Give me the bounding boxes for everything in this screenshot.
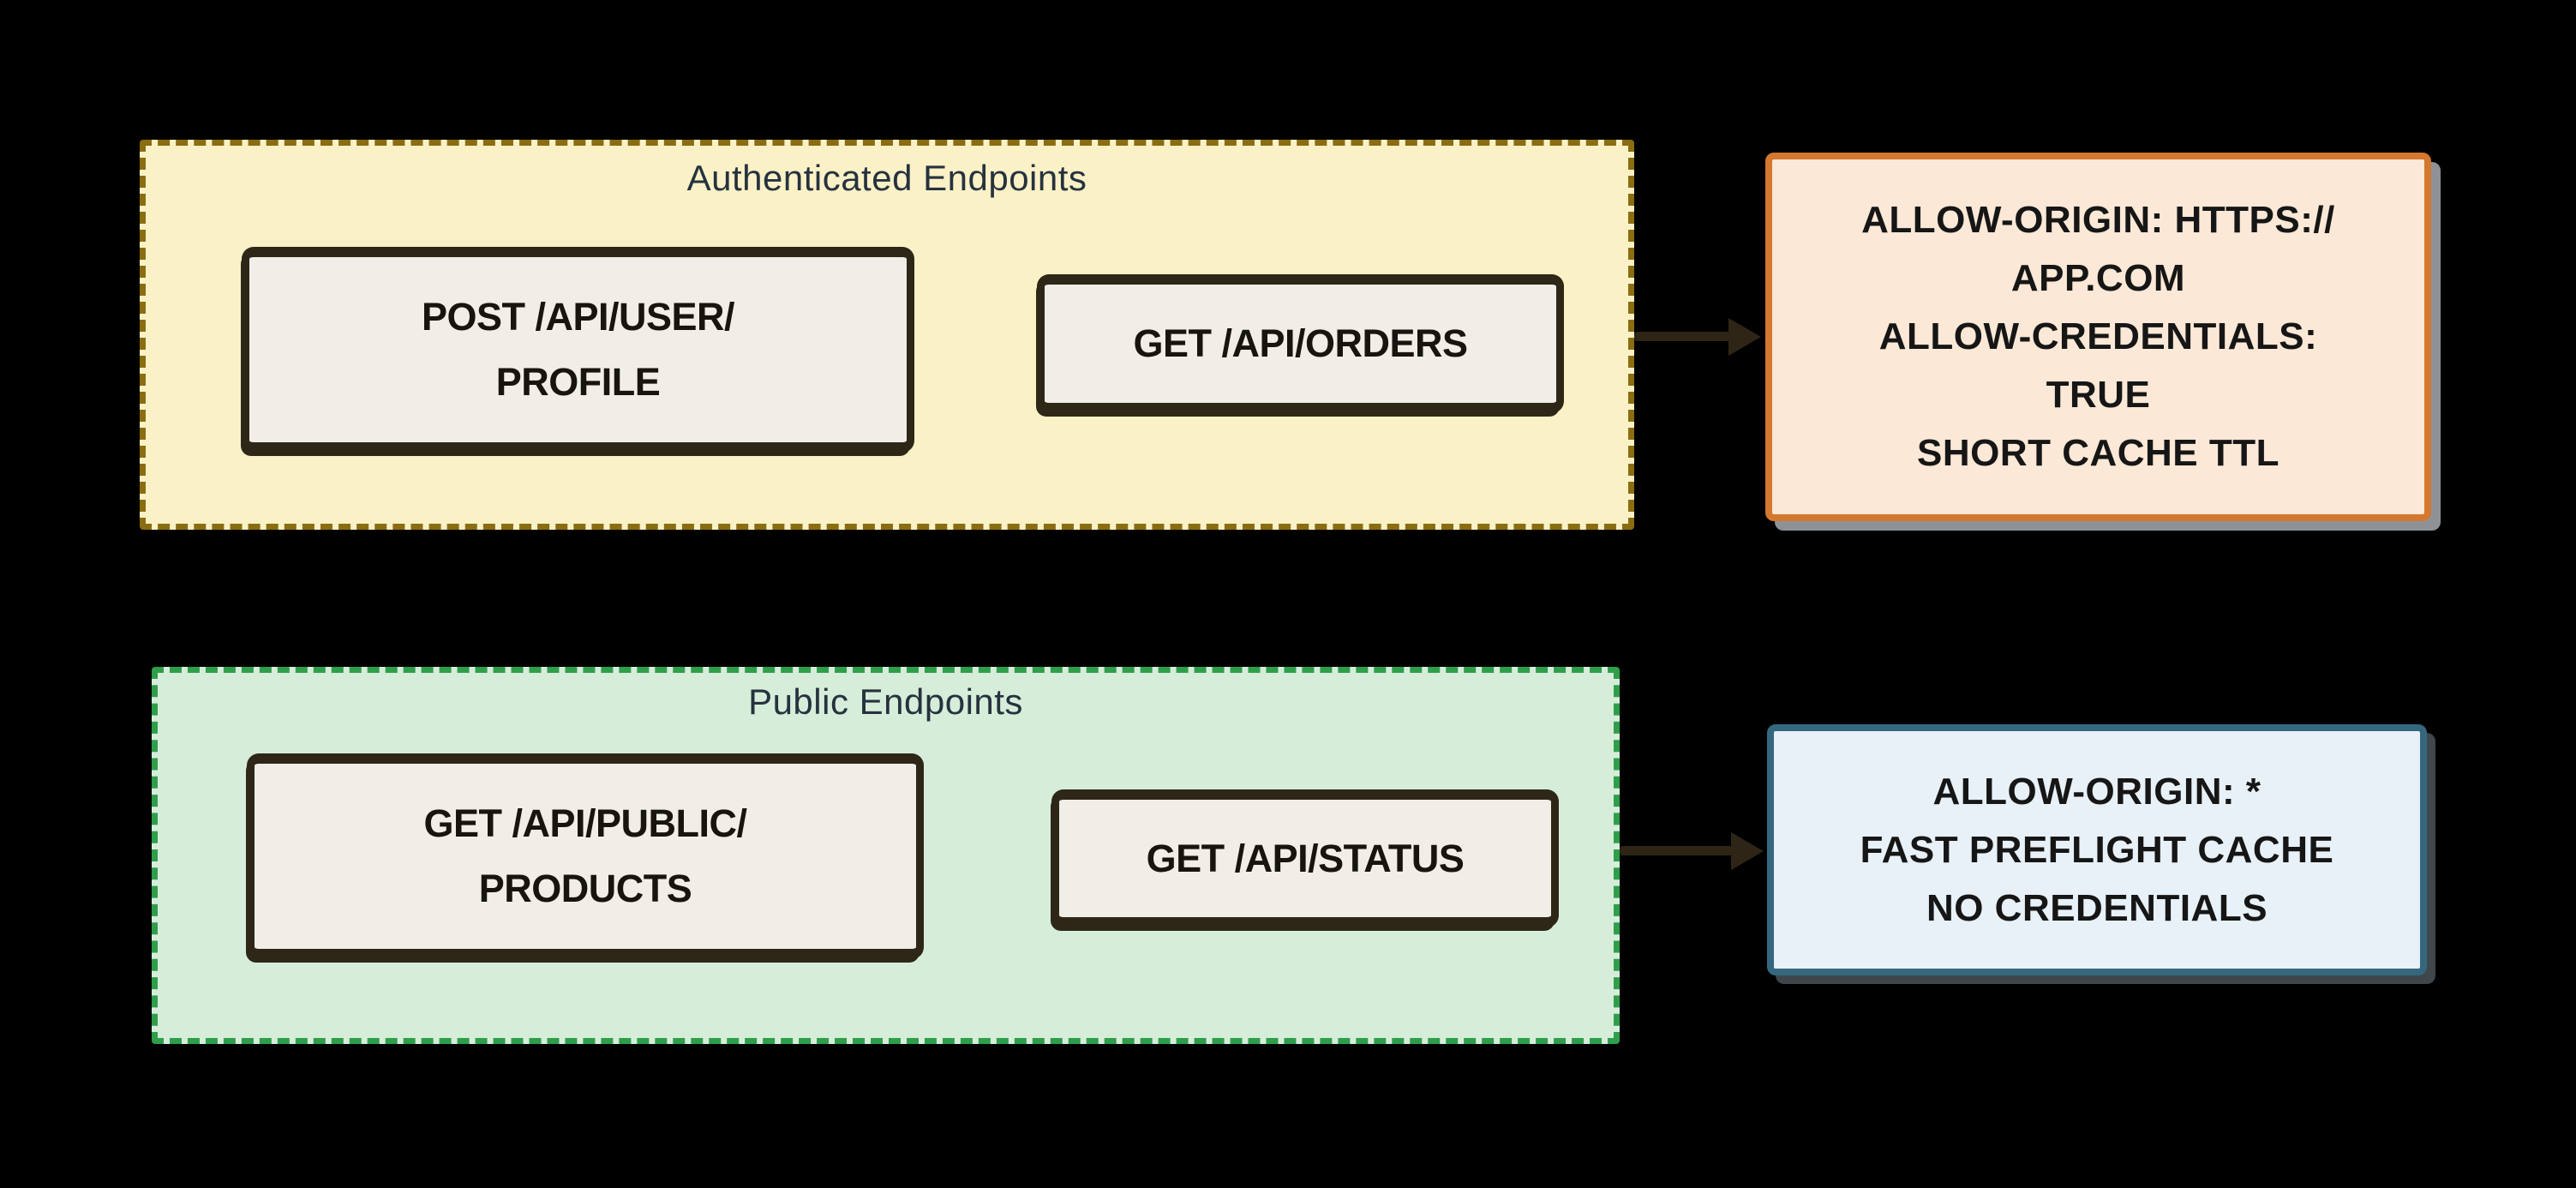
endpoint-get-orders-label: GET /API/ORDERS <box>1133 321 1468 365</box>
authenticated-endpoints-group: Authenticated Endpoints POST /API/USER/P… <box>140 140 1634 530</box>
endpoint-get-status: GET /API/STATUS <box>1051 789 1559 927</box>
public-group-title: Public Endpoints <box>748 681 1023 722</box>
endpoint-get-public-products: GET /API/PUBLIC/PRODUCTS <box>247 753 924 959</box>
authenticated-group-title: Authenticated Endpoints <box>686 158 1087 198</box>
endpoint-get-orders: GET /API/ORDERS <box>1037 274 1564 413</box>
arrow-public-to-policy-icon <box>1620 846 1733 855</box>
endpoint-post-user-profile-label: POST /API/USER/PROFILE <box>421 295 735 404</box>
endpoint-get-public-products-label: GET /API/PUBLIC/PRODUCTS <box>423 801 747 910</box>
endpoint-post-user-profile: POST /API/USER/PROFILE <box>242 247 914 453</box>
arrow-authenticated-to-policy-icon <box>1634 332 1730 341</box>
public-endpoints-group: Public Endpoints GET /API/PUBLIC/PRODUCT… <box>152 667 1620 1044</box>
endpoint-get-status-label: GET /API/STATUS <box>1146 836 1465 880</box>
